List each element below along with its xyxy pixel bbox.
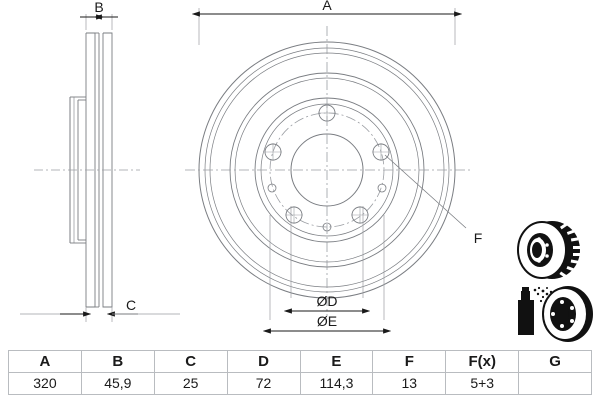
- label-e: ØE: [317, 313, 337, 329]
- extension-lines-e: [269, 215, 385, 320]
- spec-value-c: 25: [153, 372, 228, 395]
- spec-header-d: D: [226, 350, 301, 373]
- dimension-spec-table: A B C D E F F(x) G 320 45,9 25 72 114,3 …: [8, 350, 592, 395]
- inset-product-disc: [517, 221, 580, 279]
- label-c: C: [126, 297, 136, 313]
- spec-value-g: [518, 372, 592, 395]
- inset-product-coated-disc: [518, 286, 593, 342]
- technical-drawing-canvas: A B C ØD ØE F: [20, 0, 593, 342]
- label-d: ØD: [317, 293, 338, 309]
- spec-value-f: 13: [372, 372, 447, 395]
- coated-disc: [542, 286, 593, 342]
- spec-value-b: 45,9: [80, 372, 155, 395]
- label-a: A: [322, 0, 332, 13]
- spec-header-b: B: [80, 350, 155, 373]
- spec-value-a: 320: [8, 372, 82, 395]
- extension-lines-b: [85, 14, 113, 30]
- label-b: B: [94, 0, 103, 15]
- centerline-face: [185, 26, 470, 316]
- spec-header-f: F: [372, 350, 447, 373]
- extension-lines-d: [290, 206, 364, 298]
- label-f: F: [474, 230, 483, 246]
- spec-value-d: 72: [226, 372, 301, 395]
- spec-value-fx: 5+3: [445, 372, 520, 395]
- spec-header-fx: F(x): [445, 350, 520, 373]
- spec-table-value-row: 320 45,9 25 72 114,3 13 5+3: [8, 372, 592, 395]
- spec-header-a: A: [8, 350, 82, 373]
- spec-table-header-row: A B C D E F F(x) G: [8, 350, 592, 373]
- spray-can: [518, 286, 553, 335]
- spec-header-e: E: [299, 350, 374, 373]
- spec-header-g: G: [518, 350, 592, 373]
- extension-lines-c: [85, 307, 113, 322]
- leader-line-f: [384, 154, 467, 229]
- spec-value-e: 114,3: [299, 372, 374, 395]
- spec-header-c: C: [153, 350, 228, 373]
